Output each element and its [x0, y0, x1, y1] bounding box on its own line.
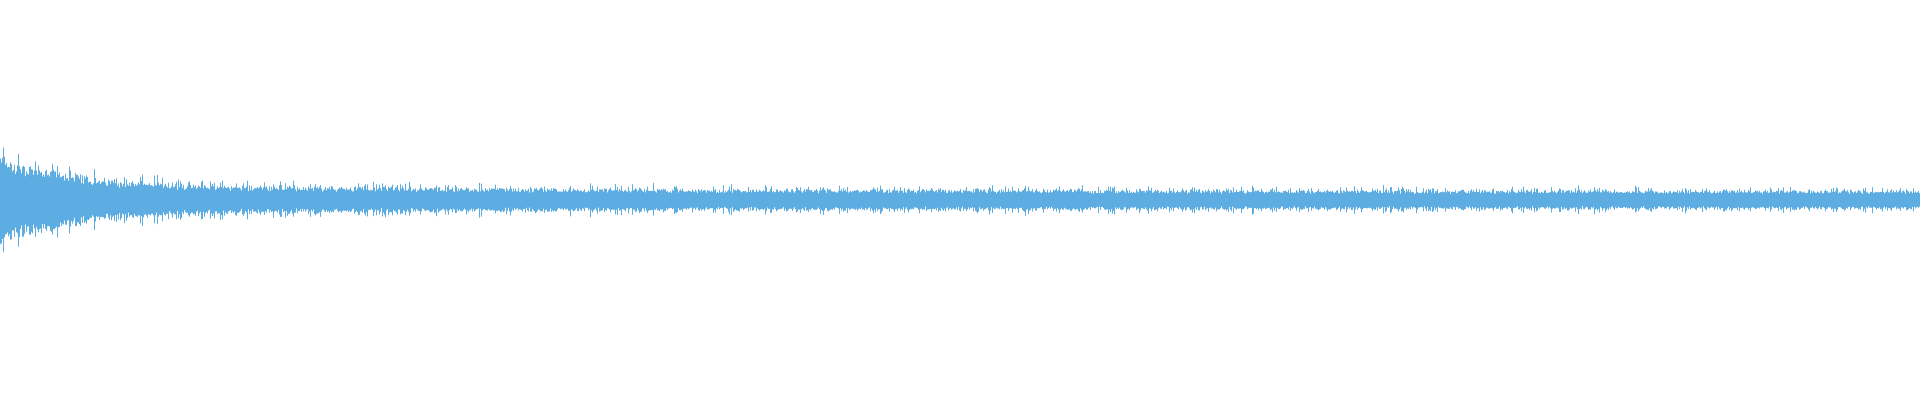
waveform-bars: [0, 147, 1920, 253]
